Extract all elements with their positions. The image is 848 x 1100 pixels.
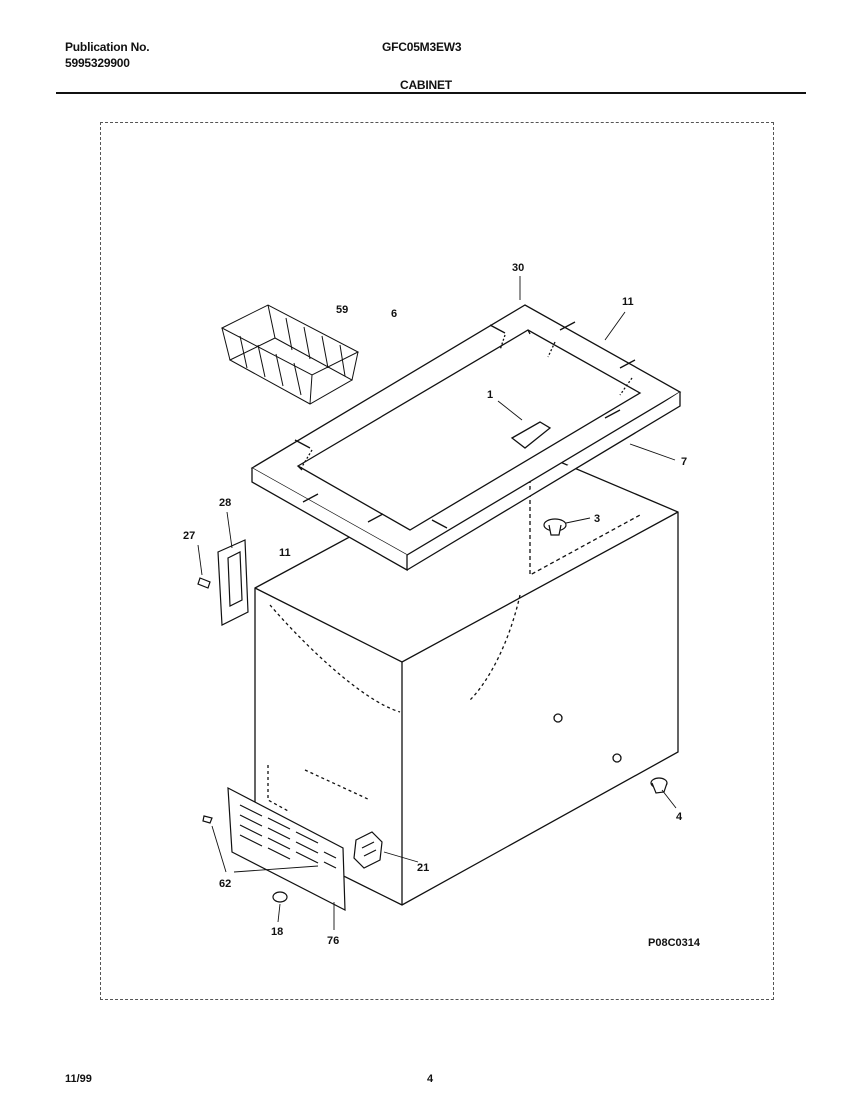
callout-7: 7: [681, 456, 687, 468]
leveling-feet: [272, 518, 668, 903]
diagram-frame: [100, 122, 774, 1000]
section-title: CABINET: [400, 78, 452, 92]
callout-21: 21: [417, 862, 429, 874]
callout-76: 76: [327, 935, 339, 947]
kick-grille: [202, 786, 346, 911]
footer-date: 11/99: [65, 1073, 92, 1085]
lid-frame: [250, 304, 682, 572]
callout-30: 30: [512, 262, 524, 274]
hinge-bracket: [197, 539, 249, 626]
callout-11-lid: 11: [622, 296, 634, 308]
callout-11-cabinet: 11: [279, 547, 291, 559]
diagram-code: P08C0314: [648, 937, 701, 949]
page-number: 4: [427, 1073, 434, 1085]
callout-59: 59: [336, 304, 348, 316]
publication-label: Publication No.: [65, 40, 150, 54]
leader-lines: [197, 276, 677, 930]
model-number: GFC05M3EW3: [382, 40, 462, 54]
callout-28: 28: [219, 497, 231, 509]
thermostat-control: [353, 831, 383, 869]
wire-basket: [220, 304, 360, 405]
callout-1: 1: [487, 389, 493, 401]
callout-4: 4: [676, 811, 683, 823]
publication-number: 5995329900: [65, 56, 130, 70]
callout-18: 18: [271, 926, 283, 938]
hinge-part: [510, 421, 552, 449]
callout-3: 3: [594, 513, 600, 525]
callout-6: 6: [391, 308, 397, 320]
callout-27: 27: [183, 530, 195, 542]
header-rule: [56, 92, 806, 94]
callout-62: 62: [219, 878, 231, 890]
